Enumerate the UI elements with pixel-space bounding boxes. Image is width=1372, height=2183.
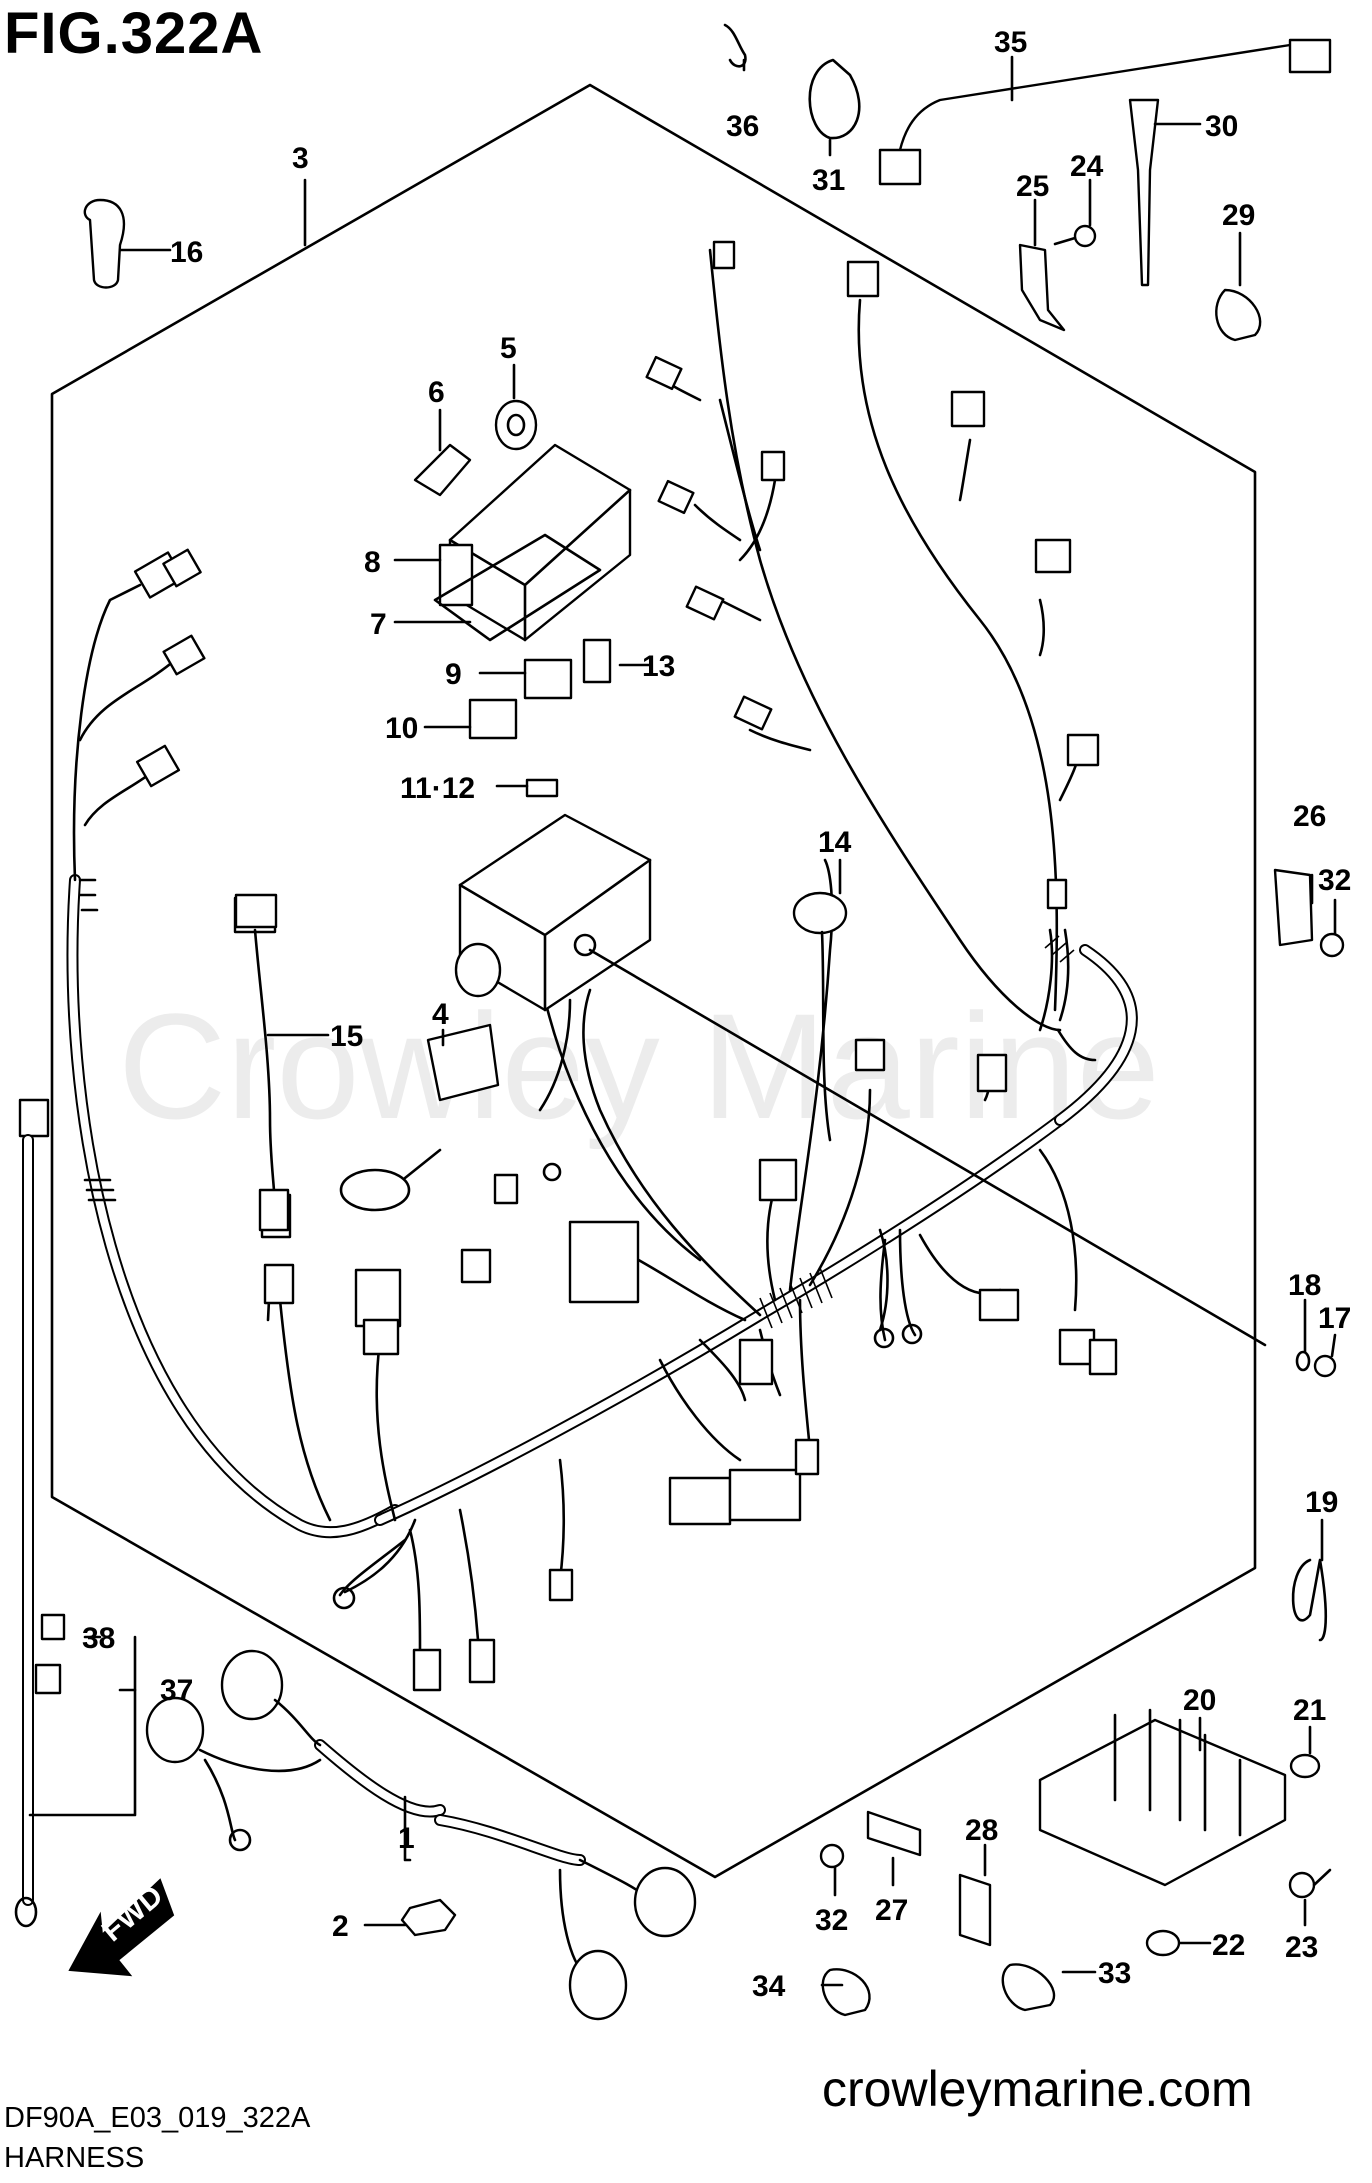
- callout-34: 34: [752, 1970, 786, 2003]
- callout-25: 25: [1016, 170, 1049, 203]
- callout-35: 35: [994, 26, 1027, 59]
- callout-29: 29: [1222, 199, 1255, 232]
- right-parts: [400, 23, 1345, 2017]
- assembly-outline: [50, 83, 1257, 1879]
- callout-31: 31: [812, 164, 845, 197]
- callout-3: 3: [292, 142, 309, 175]
- fuse-box-assembly: [339, 443, 652, 1212]
- callout-23: 23: [1285, 1931, 1318, 1964]
- website-url: crowleymarine.com: [822, 2061, 1253, 2117]
- callout-26: 26: [1293, 800, 1326, 833]
- fwd-direction-arrow: FWD: [68, 1878, 175, 1977]
- figure-title: FIG.322A: [4, 1, 264, 66]
- callout-5: 5: [500, 332, 517, 365]
- diagram-subtitle: HARNESS: [4, 2142, 145, 2174]
- callouts: 3 16 5 6 8 7 9 13 10 11·12 14 15 4 18 17…: [82, 26, 1351, 2003]
- callout-33: 33: [1098, 1957, 1131, 1990]
- callout-20: 20: [1183, 1684, 1216, 1717]
- callout-22: 22: [1212, 1929, 1245, 1962]
- callout-8: 8: [364, 546, 381, 579]
- callout-27: 27: [875, 1894, 908, 1927]
- callout-24: 24: [1070, 150, 1104, 183]
- callout-14: 14: [818, 826, 852, 859]
- small-parts: [14, 198, 848, 1928]
- harness-connectors: [133, 240, 1118, 1692]
- callout-7: 7: [370, 608, 387, 641]
- callout-4: 4: [432, 998, 449, 1031]
- callout-16: 16: [170, 236, 203, 269]
- diagram-code: DF90A_E03_019_322A: [4, 2102, 311, 2134]
- callout-19: 19: [1305, 1486, 1338, 1519]
- callout-17: 17: [1318, 1302, 1351, 1335]
- callout-11-12: 11·12: [400, 772, 475, 805]
- callout-10: 10: [385, 712, 418, 745]
- leader-lines: [28, 55, 1337, 1987]
- callout-36: 36: [726, 110, 759, 143]
- callout-32-bottom: 32: [815, 1904, 848, 1937]
- callout-6: 6: [428, 376, 445, 409]
- callout-38: 38: [82, 1622, 115, 1655]
- callout-9: 9: [445, 658, 462, 691]
- callout-21: 21: [1293, 1694, 1326, 1727]
- callout-13: 13: [642, 650, 675, 683]
- callout-37: 37: [160, 1674, 193, 1707]
- callout-15: 15: [330, 1020, 363, 1053]
- callout-1: 1: [398, 1822, 415, 1855]
- callout-2: 2: [332, 1910, 349, 1943]
- callout-18: 18: [1288, 1269, 1321, 1302]
- callout-30: 30: [1205, 110, 1238, 143]
- harness-tape: [759, 935, 1075, 1329]
- callout-32-right: 32: [1318, 864, 1351, 897]
- battery-harness-part-1: [145, 1649, 697, 2021]
- callout-28: 28: [965, 1814, 998, 1847]
